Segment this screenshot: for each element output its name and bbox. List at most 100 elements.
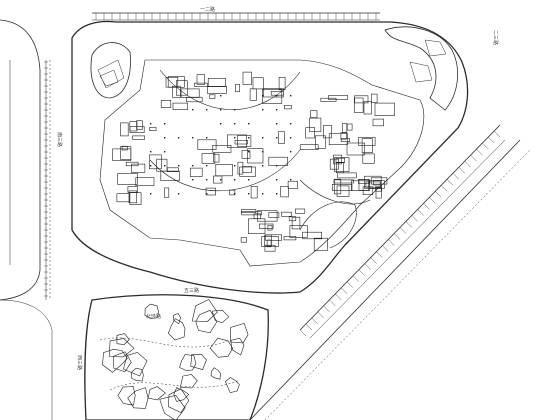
road-tick xyxy=(417,209,424,216)
landscape-rock xyxy=(195,309,218,334)
road-tick xyxy=(329,299,336,306)
room xyxy=(129,192,142,205)
column xyxy=(290,179,292,181)
room xyxy=(358,179,370,185)
room xyxy=(229,189,236,196)
column xyxy=(164,151,166,153)
room xyxy=(227,134,247,148)
road-tick xyxy=(464,161,471,168)
column xyxy=(192,179,194,181)
left-street xyxy=(0,19,53,420)
landscape-rock xyxy=(127,387,149,409)
landscape-rock xyxy=(209,337,234,358)
column xyxy=(262,109,264,111)
landscape-rock xyxy=(167,318,186,341)
room xyxy=(331,184,353,191)
road-tick xyxy=(482,142,489,150)
room xyxy=(340,138,351,142)
landscape-rock xyxy=(102,348,128,373)
room xyxy=(362,153,375,164)
room xyxy=(164,187,170,198)
road-tick xyxy=(299,329,307,337)
column xyxy=(262,137,264,139)
room xyxy=(288,216,297,222)
road-tick xyxy=(311,317,318,325)
label-road-left: 南三路 xyxy=(56,132,63,147)
room xyxy=(370,177,388,185)
room xyxy=(341,123,348,133)
room xyxy=(365,181,381,188)
road-tick xyxy=(435,191,442,198)
room xyxy=(235,84,240,93)
room xyxy=(213,153,220,163)
road-tick xyxy=(405,221,413,228)
column xyxy=(178,137,180,139)
column xyxy=(164,137,166,139)
room xyxy=(309,117,322,132)
room xyxy=(310,110,318,118)
column xyxy=(178,193,180,195)
landscape-rock xyxy=(210,367,221,380)
column xyxy=(220,179,222,181)
column xyxy=(234,137,236,139)
road-tick xyxy=(458,167,465,174)
room xyxy=(289,225,308,238)
column xyxy=(192,165,194,167)
room xyxy=(215,164,233,177)
column xyxy=(206,109,208,111)
left-landscape xyxy=(90,42,131,99)
garden-path xyxy=(109,379,241,391)
road-tick xyxy=(370,257,377,264)
column xyxy=(150,165,152,167)
road-tick xyxy=(323,305,330,313)
landscape-rock xyxy=(168,388,190,413)
column xyxy=(150,123,152,125)
landscape-rock xyxy=(225,377,240,394)
room xyxy=(190,167,203,177)
room xyxy=(328,133,348,146)
room xyxy=(121,145,128,151)
landscape-rock xyxy=(173,387,190,402)
column xyxy=(178,165,180,167)
room xyxy=(234,140,248,145)
column xyxy=(234,179,236,181)
column xyxy=(206,179,208,181)
room xyxy=(305,127,316,139)
road-tick xyxy=(335,293,342,300)
landscape-rock xyxy=(116,333,130,345)
road-tick xyxy=(493,130,501,138)
column xyxy=(262,193,264,195)
room xyxy=(334,157,350,172)
landscape-rock xyxy=(130,367,144,382)
column xyxy=(248,193,250,195)
room xyxy=(241,209,257,213)
room xyxy=(278,131,285,144)
room xyxy=(371,93,378,103)
column xyxy=(290,123,292,125)
road-tick xyxy=(382,245,389,252)
room xyxy=(375,186,382,192)
road-tick xyxy=(358,269,365,276)
road-tick xyxy=(388,239,395,246)
room xyxy=(196,74,205,85)
column xyxy=(206,165,208,167)
road-tick xyxy=(470,155,477,162)
road-tick xyxy=(399,227,407,234)
column xyxy=(276,193,278,195)
column xyxy=(276,137,278,139)
label-road-bottom-left: 北环路 xyxy=(146,313,161,320)
room xyxy=(299,144,319,150)
column xyxy=(276,165,278,167)
room xyxy=(207,78,226,88)
room xyxy=(120,146,132,160)
room xyxy=(373,180,381,186)
room xyxy=(346,142,365,156)
column xyxy=(248,179,250,181)
room xyxy=(375,187,382,199)
column xyxy=(248,151,250,153)
road-tick xyxy=(423,203,430,210)
column xyxy=(220,123,222,125)
room xyxy=(117,173,138,185)
landscape-rock xyxy=(117,386,136,406)
